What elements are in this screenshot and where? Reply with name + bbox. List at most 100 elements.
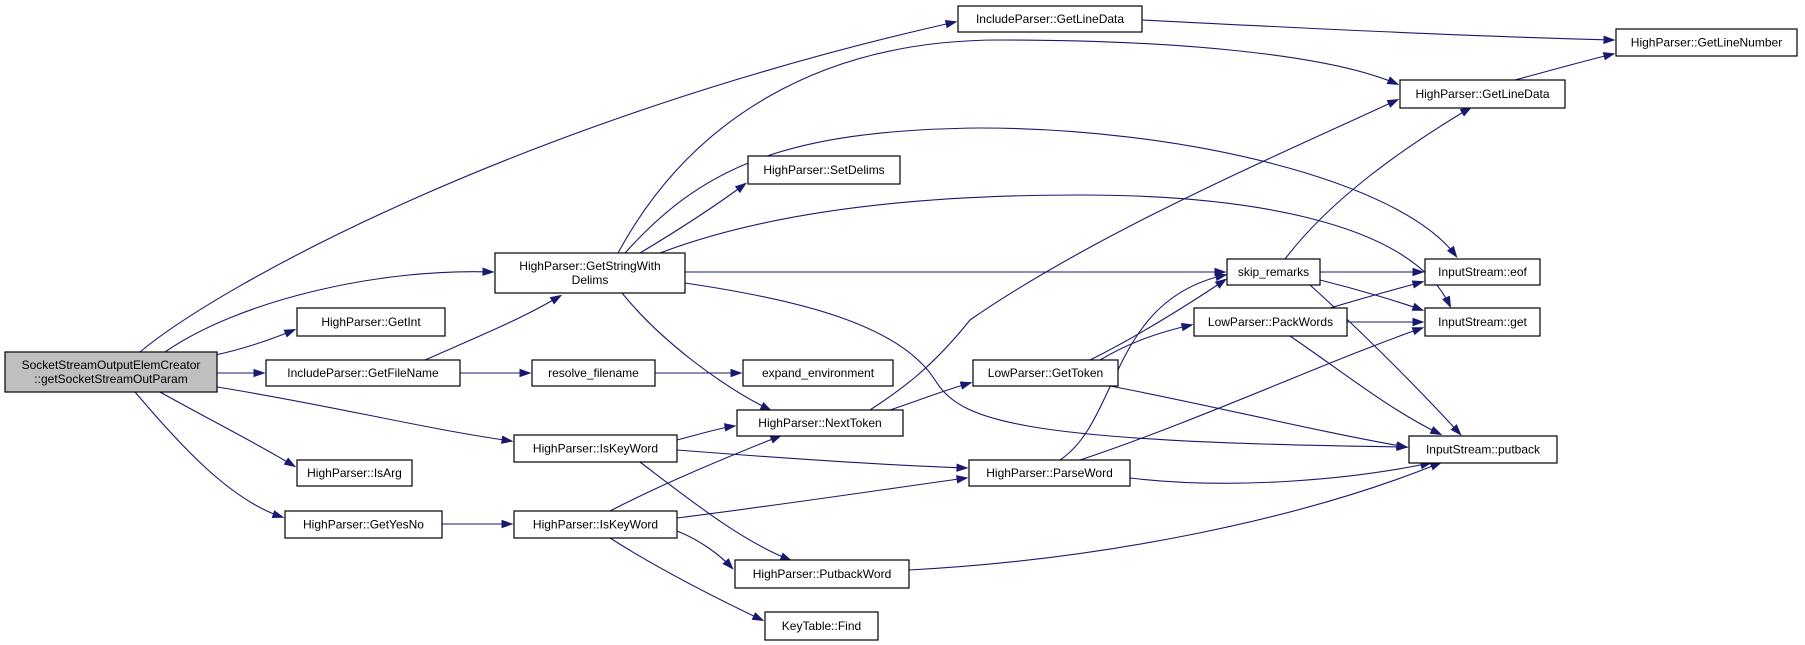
node-resolve_filename[interactable]: resolve_filename bbox=[531, 359, 656, 387]
node-putbackword[interactable]: HighParser::PutbackWord bbox=[734, 559, 910, 589]
arrowhead-root-to-iskeyword1 bbox=[501, 435, 514, 444]
arrowhead-gettoken-to-putback bbox=[1395, 441, 1409, 450]
arrowhead-getlinedata_hp-to-getlinenumber bbox=[1602, 52, 1616, 61]
edge-getstringwithdelims-to-get bbox=[659, 194, 1451, 307]
arrowhead-iskeyword1-to-parseword bbox=[956, 463, 969, 472]
node-gettoken[interactable]: LowParser::GetToken bbox=[972, 359, 1119, 387]
node-label-getstringwithdelims-line1: HighParser::GetStringWith bbox=[519, 259, 660, 273]
node-get[interactable]: InputStream::get bbox=[1424, 307, 1541, 337]
node-getlinedata_hp[interactable]: HighParser::GetLineData bbox=[1399, 79, 1566, 109]
arrowhead-getstringwithdelims-to-getlinedata_hp bbox=[1386, 76, 1400, 86]
arrowhead-packwords-to-get bbox=[1412, 317, 1425, 327]
edge-getlinedata_hp-to-getlinenumber bbox=[1514, 53, 1614, 81]
edge-skip_remarks-to-getlinedata_hp bbox=[1284, 107, 1471, 260]
node-putback[interactable]: InputStream::putback bbox=[1408, 435, 1558, 464]
node-eof[interactable]: InputStream::eof bbox=[1424, 258, 1541, 286]
node-expand_environment[interactable]: expand_environment bbox=[742, 359, 894, 387]
node-isarg[interactable]: HighParser::IsArg bbox=[296, 459, 413, 487]
node-setdelims[interactable]: HighParser::SetDelims bbox=[747, 155, 901, 185]
arrowhead-iskeyword2-to-find bbox=[751, 612, 765, 622]
node-skip_remarks[interactable]: skip_remarks bbox=[1226, 258, 1321, 286]
arrowhead-gettoken-to-packwords bbox=[1180, 323, 1194, 332]
node-label-parseword: HighParser::ParseWord bbox=[986, 466, 1113, 480]
node-getfilename[interactable]: IncludeParser::GetFileName bbox=[265, 359, 461, 387]
node-box-getyesno bbox=[284, 510, 443, 539]
node-box-isarg bbox=[296, 459, 413, 487]
edge-skip_remarks-to-putback bbox=[1309, 284, 1461, 435]
arrowhead-nexttoken-to-gettoken bbox=[959, 381, 973, 390]
edge-root-to-getstringwithdelims bbox=[164, 271, 493, 353]
node-getlinenumber[interactable]: HighParser::GetLineNumber bbox=[1615, 28, 1798, 57]
edge-iskeyword2-to-putbackword bbox=[676, 530, 733, 569]
edge-getstringwithdelims-to-putback bbox=[684, 282, 1407, 448]
edge-parseword-to-skip_remarks bbox=[1059, 274, 1226, 461]
arrowhead-iskeyword2-to-putbackword bbox=[722, 558, 734, 570]
node-box-iskeyword2 bbox=[513, 510, 678, 539]
arrowhead-getfilename-to-getstringwithdelims bbox=[549, 294, 563, 305]
node-label-resolve_filename: resolve_filename bbox=[548, 366, 639, 380]
node-iskeyword2[interactable]: HighParser::IsKeyWord bbox=[513, 510, 678, 539]
arrowhead-getlinedata_inc-to-getlinenumber bbox=[1603, 35, 1616, 44]
node-label-iskeyword1: HighParser::IsKeyWord bbox=[533, 442, 658, 456]
edge-gettoken-to-packwords bbox=[1099, 324, 1192, 361]
node-box-nexttoken bbox=[736, 409, 904, 437]
node-label-getfilename: IncludeParser::GetFileName bbox=[287, 366, 439, 380]
node-box-getlinedata_hp bbox=[1399, 79, 1566, 109]
edge-iskeyword2-to-nexttoken bbox=[609, 435, 781, 512]
node-label-gettoken: LowParser::GetToken bbox=[988, 366, 1103, 380]
node-box-find bbox=[764, 611, 879, 641]
node-iskeyword1[interactable]: HighParser::IsKeyWord bbox=[513, 434, 678, 463]
node-box-iskeyword1 bbox=[513, 434, 678, 463]
node-label-find: KeyTable::Find bbox=[782, 619, 861, 633]
node-label-eof: InputStream::eof bbox=[1438, 265, 1527, 279]
edge-gettoken-to-skip_remarks bbox=[1089, 279, 1226, 361]
node-label-getlinenumber: HighParser::GetLineNumber bbox=[1631, 36, 1782, 50]
arrowhead-getstringwithdelims-to-nexttoken bbox=[759, 401, 773, 412]
edge-getstringwithdelims-to-nexttoken bbox=[621, 292, 771, 411]
edge-parseword-to-get bbox=[1079, 327, 1423, 461]
node-find[interactable]: KeyTable::Find bbox=[764, 611, 879, 641]
edge-putbackword-to-putback bbox=[908, 462, 1441, 571]
node-root[interactable]: SocketStreamOutputElemCreator::getSocket… bbox=[4, 351, 218, 393]
node-getlinedata_inc[interactable]: IncludeParser::GetLineData bbox=[957, 5, 1143, 33]
edge-iskeyword1-to-putbackword bbox=[639, 461, 791, 561]
node-box-expand_environment bbox=[742, 359, 894, 387]
node-label-getstringwithdelims-line2: Delims bbox=[572, 273, 609, 287]
edge-getstringwithdelims-to-setdelims bbox=[639, 183, 746, 254]
edge-root-to-iskeyword1 bbox=[216, 386, 512, 442]
node-label-putback: InputStream::putback bbox=[1426, 443, 1541, 457]
arrowhead-iskeyword2-to-parseword bbox=[956, 475, 969, 484]
node-label-skip_remarks: skip_remarks bbox=[1238, 265, 1309, 279]
node-parseword[interactable]: HighParser::ParseWord bbox=[968, 459, 1131, 487]
node-packwords[interactable]: LowParser::PackWords bbox=[1193, 307, 1348, 337]
arrowhead-parseword-to-get bbox=[1411, 327, 1425, 336]
arrowhead-nexttoken-to-getlinedata_hp bbox=[1386, 98, 1400, 108]
arrowhead-root-to-getyesno bbox=[271, 510, 285, 519]
arrowhead-parseword-to-skip_remarks bbox=[1214, 272, 1228, 282]
node-label-root-line1: SocketStreamOutputElemCreator bbox=[22, 358, 201, 372]
node-nexttoken[interactable]: HighParser::NextToken bbox=[736, 409, 904, 437]
arrowhead-skip_remarks-to-get bbox=[1411, 302, 1425, 311]
node-box-putbackword bbox=[734, 559, 910, 589]
node-label-isarg: HighParser::IsArg bbox=[307, 466, 402, 480]
node-box-putback bbox=[1408, 435, 1558, 464]
arrowhead-root-to-getint bbox=[283, 329, 297, 338]
arrowhead-root-to-isarg bbox=[283, 457, 297, 468]
arrowhead-root-to-getfilename bbox=[253, 368, 266, 378]
arrowhead-getyesno-to-iskeyword2 bbox=[501, 519, 514, 529]
edge-getfilename-to-getstringwithdelims bbox=[424, 295, 561, 361]
node-label-root-line2: ::getSocketStreamOutParam bbox=[34, 372, 187, 386]
arrowhead-iskeyword2-to-nexttoken bbox=[769, 435, 783, 444]
node-getyesno[interactable]: HighParser::GetYesNo bbox=[284, 510, 443, 539]
node-box-parseword bbox=[968, 459, 1131, 487]
arrowhead-skip_remarks-to-getlinedata_hp bbox=[1459, 106, 1473, 117]
graph-nodes: SocketStreamOutputElemCreator::getSocket… bbox=[4, 5, 1798, 641]
arrowhead-getstringwithdelims-to-get bbox=[1442, 295, 1452, 309]
arrowhead-iskeyword1-to-putbackword bbox=[779, 552, 793, 561]
node-getint[interactable]: HighParser::GetInt bbox=[296, 307, 446, 337]
edge-getstringwithdelims-to-eof bbox=[624, 127, 1457, 257]
arrowhead-skip_remarks-to-putback bbox=[1450, 424, 1462, 436]
edge-iskeyword2-to-find bbox=[609, 537, 763, 621]
edge-iskeyword2-to-parseword bbox=[676, 477, 967, 519]
